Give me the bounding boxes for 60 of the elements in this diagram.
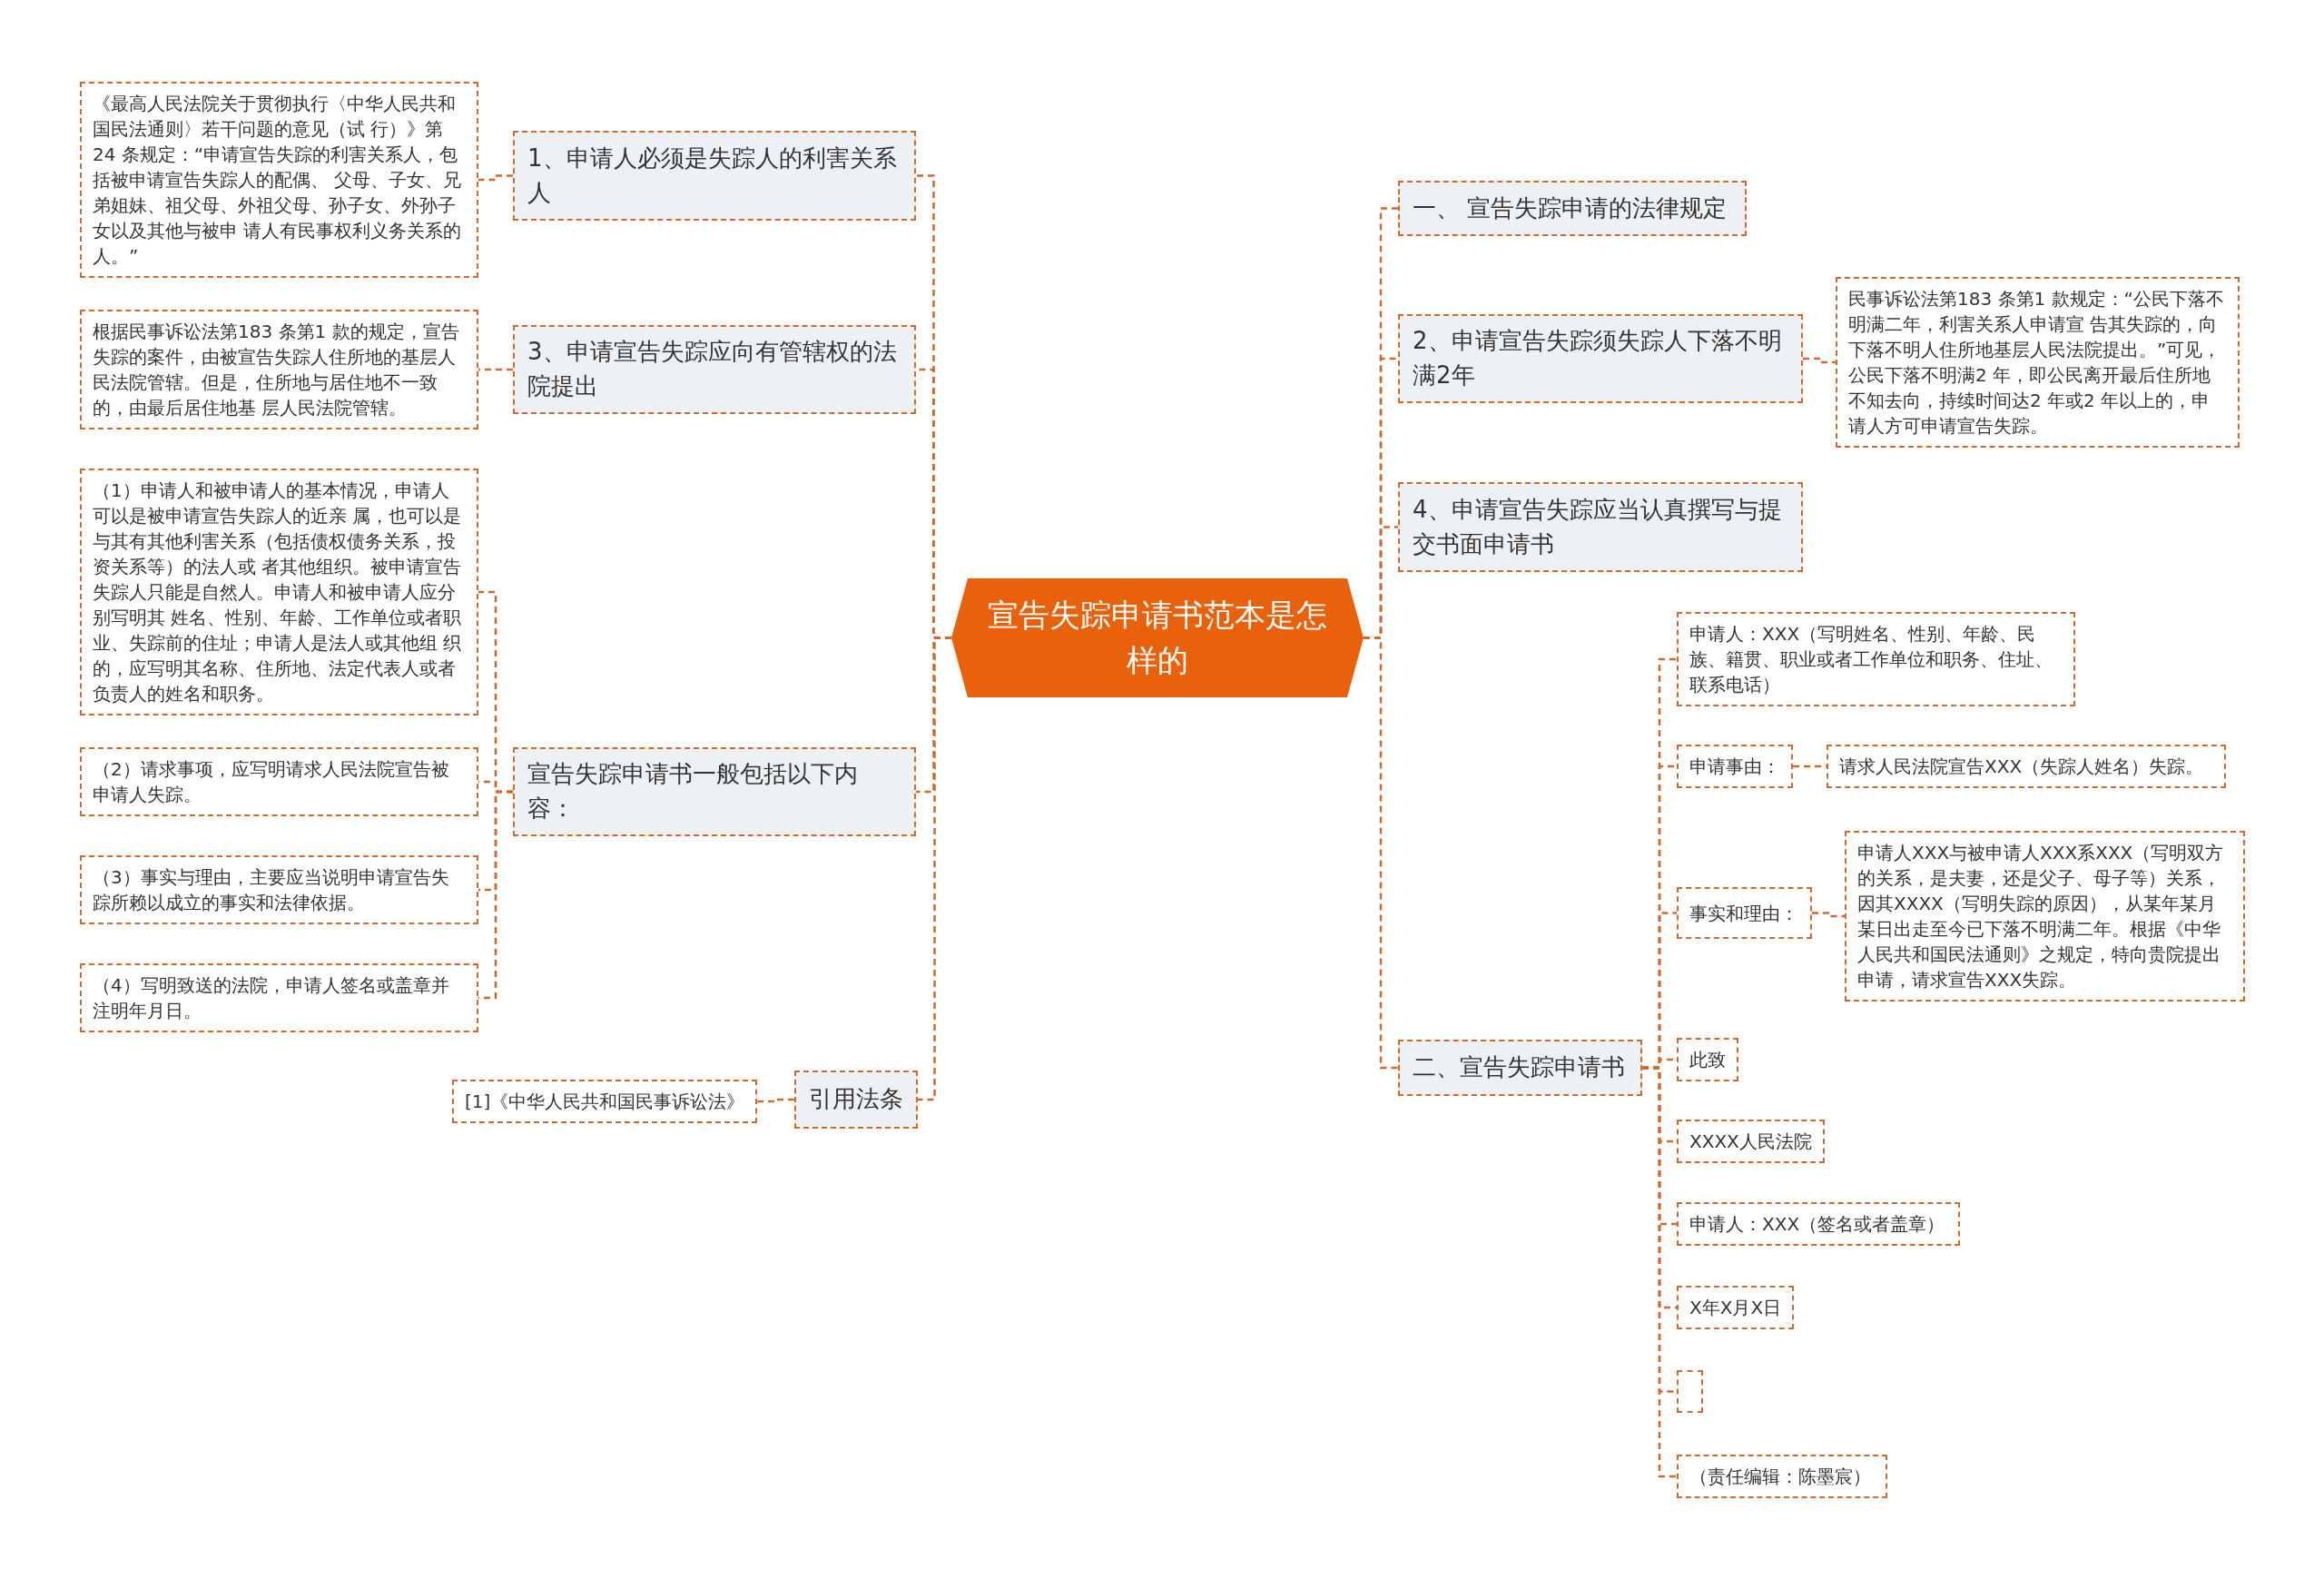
node-text: 申请人：XXX（签名或者盖章） bbox=[1689, 1212, 1945, 1237]
node-text: 1、申请人必须是失踪人的利害关系人 bbox=[527, 143, 898, 208]
note-box bbox=[1836, 277, 2240, 448]
node-text: 二、宣告失踪申请书 bbox=[1413, 1052, 1625, 1083]
node-text: 申请事由： bbox=[1689, 755, 1780, 779]
node-text: 申请人：XXX（写明姓名、性别、年龄、民族、籍贯、职业或者工作单位和职务、住址、联系电话） bbox=[1689, 622, 2053, 697]
node-text: 4、申请宣告失踪应当认真撰写与提交书面申请书 bbox=[1413, 494, 1783, 559]
note-box bbox=[1677, 1202, 1960, 1246]
branch-box bbox=[513, 131, 916, 221]
connector-line bbox=[1812, 912, 1845, 918]
node-text: 申请人XXX与被申请人XXX系XXX（写明双方的关系，是夫妻，还是父子、母子等）关系，因其XXXX（写明失踪的原因），从某年某月某日出走至今已下落不明满二年。根据《中华人民共和国民法通则》之规定，特向贵院提出申请，请求宣告XXX失踪。 bbox=[1857, 841, 2225, 992]
node-text: （4）写明致送的法院，申请人签名或盖章并注明年月日。 bbox=[93, 973, 450, 1023]
node-text: XXXX人民法院 bbox=[1689, 1130, 1812, 1154]
connector-line bbox=[478, 368, 513, 371]
note-box bbox=[1677, 1120, 1825, 1163]
note-box bbox=[80, 855, 478, 924]
branch-box bbox=[1398, 482, 1803, 572]
node-text: （1）申请人和被申请人的基本情况，申请人可以是被申请宣告失踪人的近亲 属，也可以是与其有其他利害关系（包括债权债务关系，投资关系等）的法人或 者其他组织。被申请宣告失踪人只能是自然人。申请人和被申请人应分别写明其 姓名、性别、年龄、工作单位或者职业、失踪前的住址；申请人是法人或其他组 织的，应写明其名称、住所地、法定代表人或者负责人的姓名和职务。 bbox=[93, 479, 463, 706]
note-box bbox=[1827, 745, 2226, 788]
note-box bbox=[1677, 1286, 1795, 1329]
node-text: 民事诉讼法第183 条第1 款规定：“公民下落不明满二年，利害关系人申请宣 告其失踪的，向下落不明人住所地基层人民法院提出。”可见，公民下落不明满2 年，即公民离开最后住所地不知去向，持续时间达2 年或2 年以上的，申请人方可申请宣告失踪。 bbox=[1848, 287, 2225, 439]
node-text: X年X月X日 bbox=[1689, 1296, 1782, 1320]
note-box bbox=[1677, 887, 1812, 939]
node-text: （责任编辑：陈墨宸） bbox=[1689, 1465, 1871, 1489]
connector-line bbox=[757, 1098, 794, 1103]
note-box bbox=[80, 310, 478, 429]
node-text: （3）事实与理由，主要应当说明申请宣告失踪所赖以成立的事实和法律依据。 bbox=[93, 865, 450, 915]
branch-box bbox=[1398, 314, 1803, 403]
topic-hexagon bbox=[951, 578, 1364, 697]
node-text: 《最高人民法院关于贯彻执行〈中华人民共和国民法通则〉若干问题的意见（试 行）》第24 条规定：“申请宣告失踪的利害关系人，包括被申请宣告失踪人的配偶、 父母、子女、兄弟姐妹、祖父母、外祖父母、孙子女、外孙子女以及其他与被申 请人有民事权利义务关系的人。” bbox=[93, 92, 463, 269]
branch-box bbox=[1398, 1040, 1642, 1096]
node-text: 3、申请宣告失踪应向有管辖权的法院提出 bbox=[527, 337, 898, 401]
empty-box bbox=[1677, 1370, 1703, 1413]
note-box bbox=[1677, 745, 1793, 788]
note-box bbox=[1677, 1038, 1738, 1081]
node-text: 此致 bbox=[1689, 1048, 1726, 1072]
node-text: 一、 宣告失踪申请的法律规定 bbox=[1413, 192, 1728, 223]
connector-line bbox=[1642, 1066, 1677, 1478]
connector-line bbox=[478, 174, 513, 182]
node-text: [1]《中华人民共和国民事诉讼法》 bbox=[465, 1090, 745, 1114]
note-box bbox=[1677, 612, 2075, 706]
node-text: 请求人民法院宣告XXX（失踪人姓名）失踪。 bbox=[1839, 755, 2204, 779]
branch-box bbox=[794, 1071, 918, 1129]
connector-line bbox=[1803, 357, 1836, 364]
note-box bbox=[80, 747, 478, 816]
topic-title: 宣告失踪申请书范本是怎样的 bbox=[988, 596, 1327, 680]
note-box bbox=[1845, 831, 2245, 1002]
note-box bbox=[80, 963, 478, 1032]
node-text: 事实和理由： bbox=[1689, 901, 1798, 926]
branch-box bbox=[513, 325, 916, 414]
node-text: （2）请求事项，应写明请求人民法院宣告被申请人失踪。 bbox=[93, 757, 450, 807]
note-box bbox=[80, 82, 478, 278]
note-box bbox=[452, 1080, 758, 1123]
note-box bbox=[1677, 1455, 1887, 1498]
node-text: 2、申请宣告失踪须失踪人下落不明满2年 bbox=[1413, 326, 1783, 390]
branch-box bbox=[513, 747, 916, 836]
node-text: 引用法条 bbox=[809, 1084, 903, 1115]
branch-box bbox=[1398, 181, 1747, 236]
node-text: 宣告失踪申请书一般包括以下内容： bbox=[527, 759, 859, 824]
node-text: 根据民事诉讼法第183 条第1 款的规定，宣告失踪的案件，由被宣告失踪人住所地的基层人民法院管辖。但是，住所地与居住地不一致的，由最后居住地基 层人民法院管辖。 bbox=[93, 320, 460, 420]
